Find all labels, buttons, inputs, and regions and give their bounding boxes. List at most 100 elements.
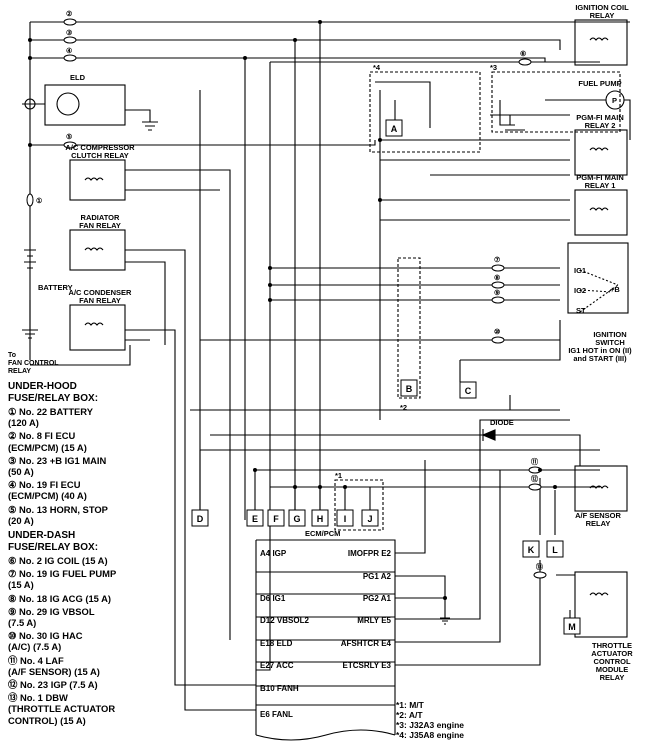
- under-dash-item-line: (THROTTLE ACTUATOR: [8, 703, 116, 715]
- under-hood-title-l1: UNDER-HOOD: [8, 381, 77, 392]
- under-dash-item: ⑩ No. 30 IG HAC(A/C) (7.5 A): [8, 630, 148, 652]
- under-dash-item-line: ⑨ No. 29 IG VBSOL: [8, 605, 95, 617]
- relay-pgm2-l1: PGM-FI MAIN: [576, 113, 624, 122]
- under-dash-item-line: ⑫ No. 23 IGP (7.5 A): [8, 679, 98, 691]
- footnote-1: *1: M/T: [396, 700, 424, 710]
- connector-b: B: [406, 384, 413, 394]
- fuse-marker-9: ⑨: [494, 289, 500, 297]
- ecm-pin-e18: E18 ELD: [260, 639, 293, 648]
- under-hood-item-line: (120 A): [8, 417, 39, 429]
- fuse-marker-6: ⑥: [520, 50, 526, 58]
- relay-throttle-l4: MODULE: [596, 665, 629, 674]
- under-hood-item: ③ No. 23 +B IG1 MAIN(50 A): [8, 455, 148, 477]
- ecm-pin-e2: IMOFPR E2: [348, 549, 392, 558]
- under-dash-item: ⑥ No. 2 IG COIL (15 A): [8, 555, 148, 566]
- connector-l: L: [552, 545, 558, 555]
- relay-rad-fan-l2: FAN RELAY: [79, 221, 121, 230]
- footnote-2: *2: A/T: [396, 710, 423, 720]
- under-hood-item: ④ No. 19 FI ECU(ECM/PCM) (40 A): [8, 479, 148, 501]
- under-hood-item-line: ④ No. 19 FI ECU: [8, 479, 81, 491]
- relay-ac-comp-l1: A/C COMPRESSOR: [65, 143, 135, 152]
- under-hood-title-l2: FUSE/RELAY BOX:: [8, 392, 99, 404]
- under-dash-item: ⑨ No. 29 IG VBSOL(7.5 A): [8, 606, 148, 628]
- ecm-pin-d12: D12 VBSOL2: [260, 616, 309, 625]
- ign-switch-caption-l1: IGNITION: [593, 330, 626, 339]
- under-hood-item: ⑤ No. 13 HORN, STOP(20 A): [8, 504, 148, 526]
- ecm-pin-a1: PG2 A1: [363, 594, 392, 603]
- under-dash-item-line: (7.5 A): [8, 617, 37, 629]
- note-star4: *4: [373, 63, 381, 72]
- ign-terminal-ig2: IG2: [574, 286, 586, 295]
- under-dash-item-line: ⑩ No. 30 IG HAC: [8, 630, 83, 642]
- ign-terminal-st: ST: [576, 306, 586, 315]
- under-dash-item-line: ⑪ No. 4 LAF: [8, 654, 64, 666]
- connector-a: A: [391, 124, 398, 134]
- connector-j: J: [367, 514, 372, 524]
- ecm-pin-b10: B10 FANH: [260, 684, 299, 693]
- under-dash-title-l2: FUSE/RELAY BOX:: [8, 541, 99, 553]
- relay-pgm1-l2: RELAY 1: [585, 181, 616, 190]
- fan-control-l3: RELAY: [8, 368, 32, 375]
- relay-ac-cond-l1: A/C CONDENSER: [69, 288, 133, 297]
- ecm-pin-a2: PG1 A2: [363, 572, 392, 581]
- diode-label: DIODE: [490, 418, 514, 427]
- under-dash-item: ⑧ No. 18 IG ACG (15 A): [8, 593, 148, 604]
- relay-throttle-l2: ACTUATOR: [591, 649, 633, 658]
- wire-fuse3: [30, 39, 561, 50]
- under-dash-item-line: ⑥ No. 2 IG COIL (15 A): [8, 555, 108, 567]
- under-dash-item-line: CONTROL) (15 A): [8, 714, 86, 726]
- relay-rad-fan-l1: RADIATOR: [81, 213, 120, 222]
- connector-e: E: [252, 514, 258, 524]
- footnote-3: *3: J32A3 engine: [396, 720, 465, 730]
- under-dash-item: ⑪ No. 4 LAF(A/F SENSOR) (15 A): [8, 655, 148, 677]
- fuse-marker-2: ②: [66, 10, 72, 18]
- connector-f: F: [273, 514, 279, 524]
- wire-fuse4: [30, 57, 546, 62]
- under-hood-title: UNDER-HOOD FUSE/RELAY BOX:: [8, 381, 148, 404]
- ecm-pin-a4: A4 IGP: [260, 549, 287, 558]
- ecm-pin-e5: MRLY E5: [357, 616, 391, 625]
- fuel-pump-label: FUEL PUMP: [578, 79, 621, 88]
- ecm-pin-d6: D6 IG1: [260, 594, 286, 603]
- under-hood-item-line: ① No. 22 BATTERY: [8, 406, 93, 417]
- ecm-pin-e27: E27 ACC: [260, 661, 294, 670]
- under-hood-item-line: (ECM/PCM) (40 A): [8, 490, 87, 502]
- ecm-pin-e6: E6 FANL: [260, 710, 293, 719]
- relay-ac-cond-l2: FAN RELAY: [79, 296, 121, 305]
- ign-switch-caption-l3: IG1 HOT in ON (II): [568, 346, 632, 355]
- connector-i: I: [344, 514, 347, 524]
- fuse-marker-13: ⑬: [536, 562, 543, 571]
- relay-af-l1: A/F SENSOR: [575, 511, 621, 520]
- plus-b-label: +B: [610, 285, 620, 294]
- relay-throttle-l3: CONTROL: [593, 657, 630, 666]
- fan-control-l1: To: [8, 352, 17, 359]
- under-dash-item-line: ⑬ No. 1 DBW: [8, 692, 68, 704]
- ecm-pin-e3: ETCSRLY E3: [343, 661, 392, 670]
- under-hood-item: ② No. 8 FI ECU(ECM/PCM) (15 A): [8, 430, 148, 452]
- fuse-marker-7: ⑦: [494, 256, 500, 264]
- connector-d: D: [197, 514, 204, 524]
- relay-ac-comp-l2: CLUTCH RELAY: [71, 151, 129, 160]
- relay-throttle-l5: RELAY: [600, 673, 625, 682]
- under-hood-item-line: (ECM/PCM) (15 A): [8, 441, 87, 453]
- fan-control-label: To FAN CONTROL RELAY: [8, 352, 59, 376]
- eld-label: ELD: [70, 73, 86, 82]
- under-dash-item-line: ⑦ No. 19 IG FUEL PUMP: [8, 568, 117, 580]
- under-dash-title: UNDER-DASH FUSE/RELAY BOX:: [8, 530, 148, 553]
- ign-switch-caption-l4: and START (III): [573, 354, 627, 363]
- relay-ign-coil-l1: IGNITION COIL: [575, 3, 629, 12]
- under-dash-item-line: ⑧ No. 18 IG ACG (15 A): [8, 592, 112, 604]
- connector-g: G: [293, 514, 300, 524]
- fuse-legend: UNDER-HOOD FUSE/RELAY BOX: ① No. 22 BATT…: [8, 377, 148, 728]
- ign-switch-caption-l2: SWITCH: [595, 338, 625, 347]
- under-dash-item-line: (A/F SENSOR) (15 A): [8, 665, 100, 677]
- fan-control-l2: FAN CONTROL: [8, 360, 59, 367]
- ecm-pin-e4: AFSHTCR E4: [341, 639, 392, 648]
- relay-pgm2-l2: RELAY 2: [585, 121, 616, 130]
- under-hood-item-line: ⑤ No. 13 HORN, STOP: [8, 503, 108, 515]
- connector-m: M: [568, 622, 576, 632]
- fuse-marker-3: ③: [66, 29, 72, 37]
